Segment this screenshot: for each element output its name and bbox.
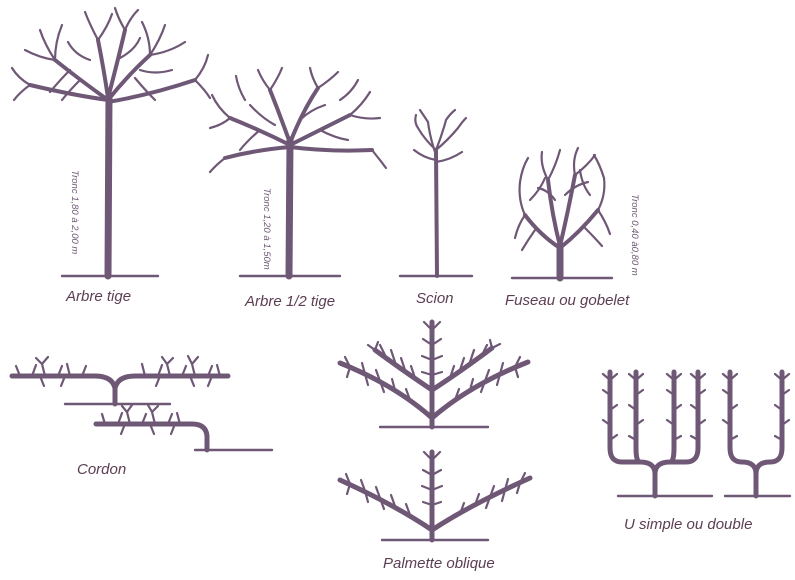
caption-arbre-tige: Arbre tige <box>66 288 131 305</box>
caption-fuseau-gobelet: Fuseau ou gobelet <box>505 292 629 309</box>
trunk <box>289 140 290 276</box>
trunk-height-note-tige: Tronc 1,80 à 2,00 m <box>69 170 80 254</box>
arbre-demi-tige-drawing <box>210 68 386 276</box>
u-simple-drawing <box>723 372 790 496</box>
caption-palmette-oblique: Palmette oblique <box>383 555 495 572</box>
crown <box>12 8 210 102</box>
crown <box>515 148 610 250</box>
palmette-upper-drawing <box>340 322 528 427</box>
u-simple-frame <box>730 372 782 496</box>
scion-drawing <box>400 110 472 276</box>
palmette-frame <box>340 452 530 540</box>
trunk-height-note-fuseau: Tronc 0,40 à0,80 m <box>629 194 640 276</box>
caption-scion: Scion <box>416 290 454 307</box>
caption-cordon: Cordon <box>77 461 126 478</box>
crown <box>414 110 466 162</box>
trunk <box>436 150 437 276</box>
palmette-lower-drawing <box>340 452 530 540</box>
arbre-tige-drawing <box>12 8 210 276</box>
crown <box>210 68 386 172</box>
trunk-height-note-demi-tige: Tronc 1,20 à 1,50m <box>261 188 272 270</box>
u-double-drawing <box>603 372 712 496</box>
caption-arbre-demi-tige: Arbre 1/2 tige <box>245 293 335 310</box>
caption-u-simple-double: U simple ou double <box>624 516 752 533</box>
fuseau-gobelet-drawing <box>512 148 612 278</box>
u-double-frame <box>610 372 698 496</box>
trunk <box>108 95 109 276</box>
cordon-double-arms <box>12 376 228 404</box>
cordon-drawing <box>12 356 272 450</box>
